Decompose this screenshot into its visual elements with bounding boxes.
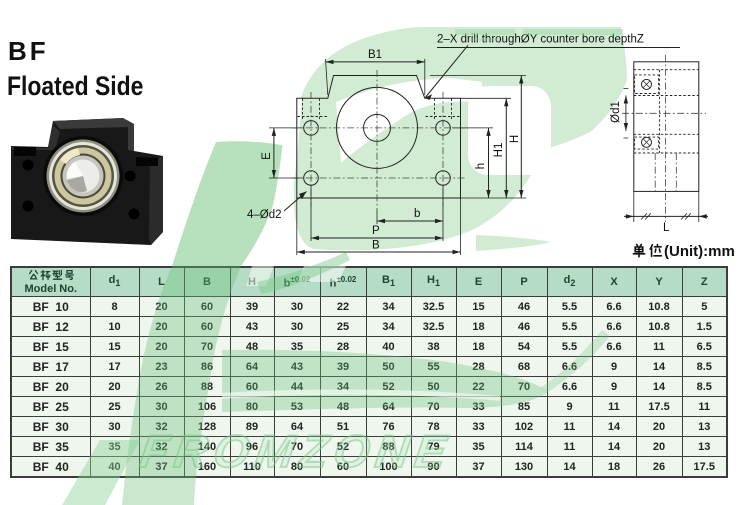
svg-text:H: H — [509, 135, 521, 143]
svg-text:B1: B1 — [368, 49, 382, 61]
svg-text:B: B — [372, 240, 380, 252]
svg-text:b: b — [414, 208, 420, 220]
svg-text:L: L — [663, 222, 670, 234]
svg-text:E: E — [261, 152, 273, 160]
svg-text:2–X drill throughØY counter bo: 2–X drill throughØY counter bore depthZ — [437, 34, 644, 46]
svg-text:4–Ød2: 4–Ød2 — [247, 209, 282, 221]
svg-text:P: P — [372, 225, 380, 237]
svg-text:H1: H1 — [493, 143, 505, 158]
svg-text:Ød1: Ød1 — [610, 101, 622, 123]
svg-text:h: h — [475, 163, 487, 169]
